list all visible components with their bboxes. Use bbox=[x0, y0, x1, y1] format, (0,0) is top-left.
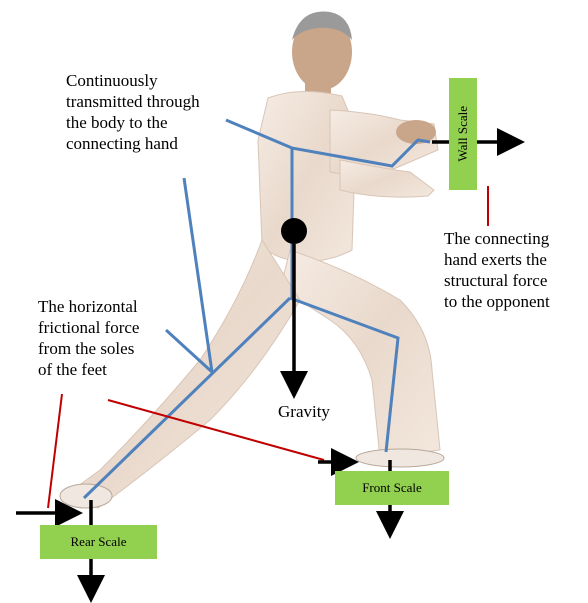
front-scale-label: Front Scale bbox=[362, 480, 422, 495]
structure-lines bbox=[82, 118, 431, 500]
transmit-pointer-line bbox=[182, 177, 214, 373]
front-scale-box: Front Scale bbox=[335, 471, 449, 505]
torso-to-hand-line bbox=[290, 138, 431, 300]
gravity-label: Gravity bbox=[278, 402, 330, 421]
rear-leg-line bbox=[82, 296, 292, 500]
wall-scale-label: Wall Scale bbox=[455, 106, 470, 162]
hair bbox=[292, 11, 352, 40]
top-pointer-line bbox=[225, 118, 293, 150]
center-of-gravity-dot bbox=[281, 218, 307, 244]
friction-pointer-line bbox=[164, 328, 214, 374]
wall-scale-box: Wall Scale bbox=[449, 78, 477, 190]
hand-force-label: The connecting hand exerts the structura… bbox=[444, 229, 550, 311]
transmit-label: Continuously transmitted through the bod… bbox=[66, 71, 200, 153]
friction-label: The horizontal frictional force from the… bbox=[38, 297, 140, 379]
lower-arm bbox=[339, 159, 435, 198]
rear-scale-label: Rear Scale bbox=[70, 534, 127, 549]
head bbox=[292, 14, 352, 90]
front-leg bbox=[279, 249, 441, 459]
hands bbox=[396, 120, 436, 144]
front-leg-line bbox=[289, 296, 400, 453]
friction-leader-rear bbox=[47, 393, 63, 509]
practitioner-figure bbox=[59, 11, 445, 509]
rear-scale-box: Rear Scale bbox=[40, 525, 157, 559]
front-shoe bbox=[355, 448, 445, 468]
friction-leader-front bbox=[107, 399, 325, 461]
leader-lines bbox=[47, 186, 489, 509]
